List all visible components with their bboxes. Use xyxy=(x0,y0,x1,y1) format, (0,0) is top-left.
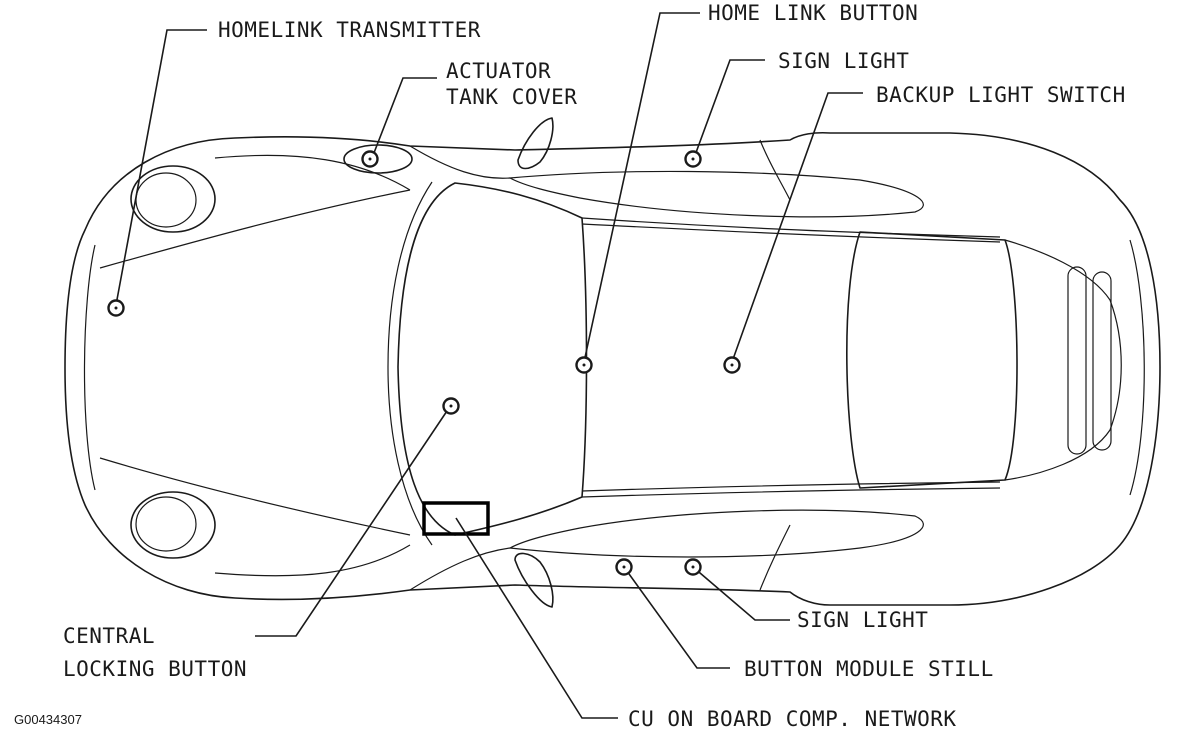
rear-grille-slot-2 xyxy=(1092,271,1112,451)
rear-grille-slot-1 xyxy=(1067,266,1087,455)
marker-homelink-transmitter[interactable] xyxy=(107,299,125,317)
label-actuator-line1: ACTUATOR xyxy=(446,59,551,83)
marker-central-locking-button[interactable] xyxy=(442,397,460,415)
label-sign-light-bottom: SIGN LIGHT xyxy=(797,608,928,632)
leader-sign-light-top xyxy=(693,59,765,159)
car-body-outline xyxy=(64,131,1161,606)
car-top-view xyxy=(64,117,1161,608)
upper-mirror xyxy=(517,117,554,170)
label-backup-light-switch: BACKUP LIGHT SWITCH xyxy=(876,83,1126,107)
cabin-front-arc xyxy=(387,181,433,546)
lower-mirror xyxy=(514,552,554,608)
callout-labels: HOMELINK TRANSMITTER ACTUATOR TANK COVER… xyxy=(14,1,1126,731)
right-headlight-inner xyxy=(135,496,197,552)
marker-home-link-button[interactable] xyxy=(575,356,593,374)
upper-side-window xyxy=(507,170,924,218)
leader-backup-light-switch xyxy=(731,92,863,363)
leader-sign-light-bottom xyxy=(692,566,790,621)
left-headlight xyxy=(130,165,216,233)
leader-homelink-transmitter xyxy=(115,29,207,306)
hood-edge-lower xyxy=(214,544,411,577)
leader-home-link-button xyxy=(583,12,700,363)
tank-cover xyxy=(343,144,413,174)
hood-line-lower xyxy=(99,457,411,536)
marker-sign-light-bottom[interactable] xyxy=(684,558,702,576)
roof-line-lower xyxy=(581,487,1001,498)
roof-line-upper2 xyxy=(581,223,1001,243)
marker-button-module-still[interactable] xyxy=(615,558,633,576)
label-sign-light-top: SIGN LIGHT xyxy=(778,49,909,73)
lower-side-window xyxy=(508,509,924,558)
upper-rear-fender xyxy=(759,139,791,201)
lower-door-line xyxy=(409,547,511,591)
label-cu-on-board: CU ON BOARD COMP. NETWORK xyxy=(628,707,957,731)
label-central-line2: LOCKING BUTTON xyxy=(63,657,247,681)
leader-button-module-still xyxy=(623,566,730,669)
leader-lines xyxy=(115,12,863,719)
roof-line-upper xyxy=(581,217,1001,238)
marker-sign-light-top[interactable] xyxy=(684,150,702,168)
windshield-outline xyxy=(397,182,588,536)
roof-line-lower2 xyxy=(581,481,1001,492)
leader-cu-on-board xyxy=(455,517,618,719)
location-markers xyxy=(107,150,741,576)
label-central-line1: CENTRAL xyxy=(63,624,155,648)
label-homelink-transmitter: HOMELINK TRANSMITTER xyxy=(218,18,481,42)
hood-edge xyxy=(214,154,411,191)
marker-actuator-tank-cover[interactable] xyxy=(361,150,379,168)
label-button-module-still: BUTTON MODULE STILL xyxy=(744,657,994,681)
rear-bumper-line xyxy=(1129,239,1145,496)
leader-actuator-tank-cover xyxy=(371,77,437,159)
left-headlight-inner xyxy=(135,172,197,228)
leader-central-locking-button xyxy=(255,404,452,637)
upper-door-line xyxy=(409,145,511,179)
lower-rear-fender xyxy=(759,524,791,591)
marker-backup-light-switch[interactable] xyxy=(723,356,741,374)
label-home-link-button: HOME LINK BUTTON xyxy=(708,1,918,25)
front-bumper-line xyxy=(83,244,96,491)
engine-lid xyxy=(846,231,1018,489)
figure-code: G00434307 xyxy=(14,712,82,727)
right-headlight xyxy=(130,491,216,559)
hood-line-upper xyxy=(99,189,411,269)
engine-lid-border xyxy=(1004,239,1122,481)
label-actuator-line2: TANK COVER xyxy=(446,85,577,109)
cu-on-board-comp-box xyxy=(422,501,490,536)
